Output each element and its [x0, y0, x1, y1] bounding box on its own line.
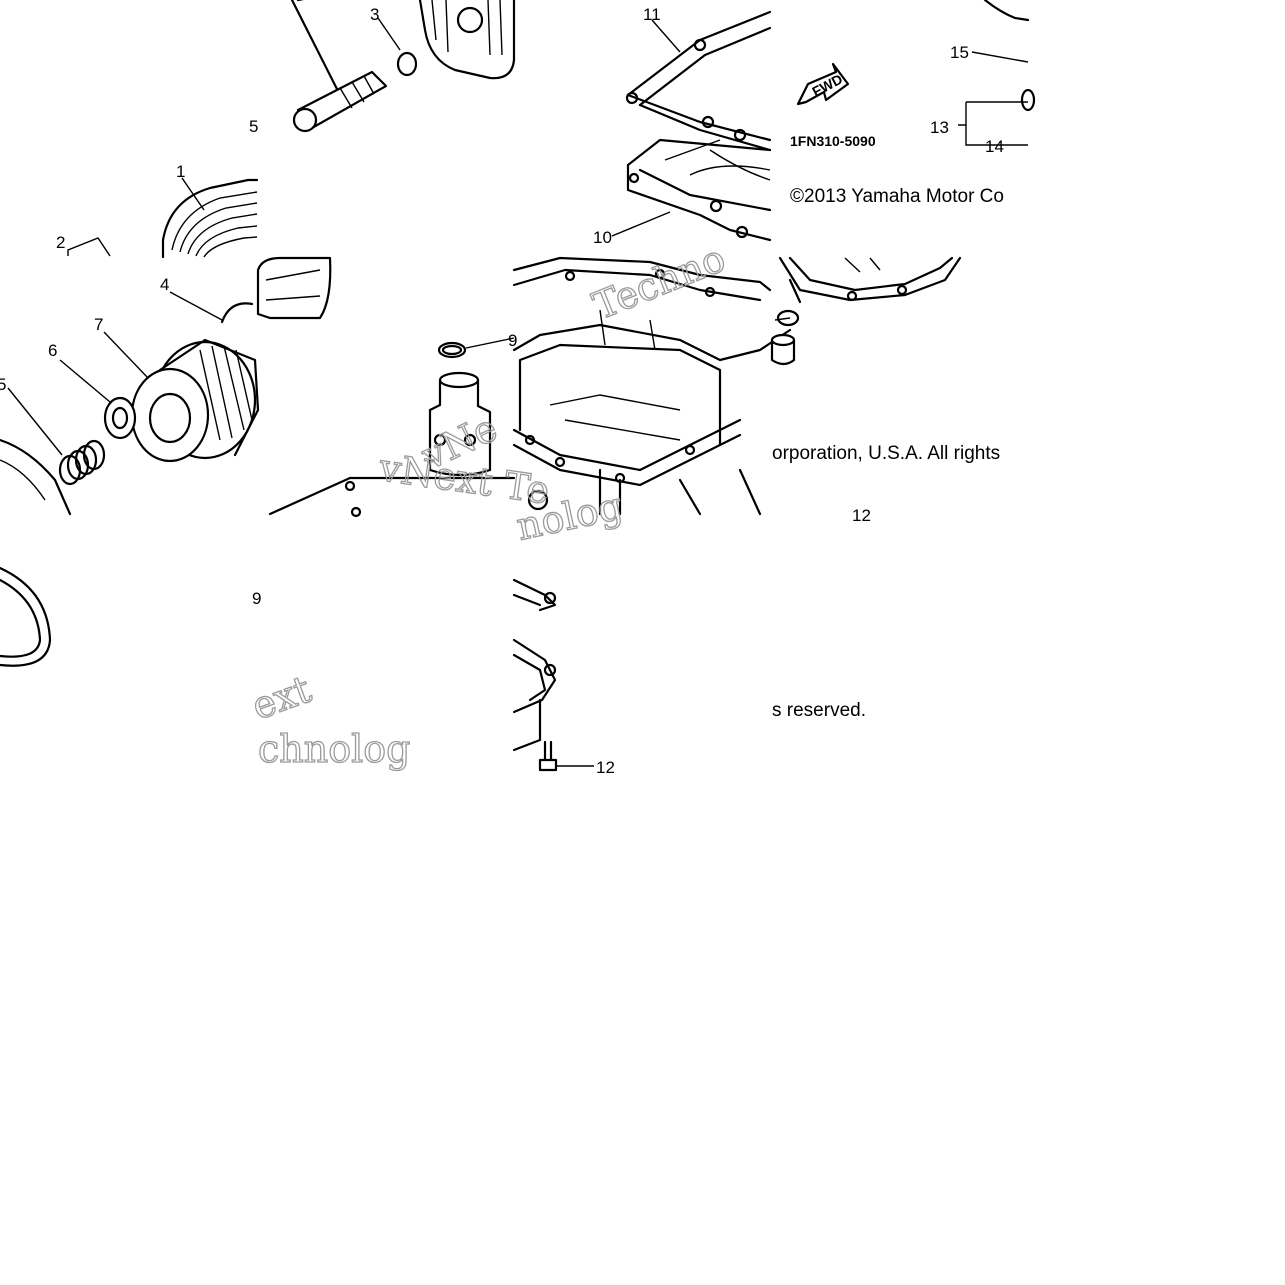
fwd-arrow	[796, 62, 850, 106]
label-11: 11	[643, 5, 661, 24]
leader-1	[181, 177, 205, 211]
oil-filter-element	[130, 338, 260, 463]
leader-10	[611, 211, 671, 237]
watermark-5: ext	[246, 667, 317, 729]
leader-2	[67, 237, 111, 257]
leader-4	[169, 291, 223, 321]
oil-pan-center	[512, 256, 792, 516]
label-12-bottom: 12	[596, 758, 615, 777]
diagram-code: 1FN310-5090	[790, 133, 876, 149]
right-top-parts	[958, 0, 1036, 146]
oil-pan-bottom	[512, 578, 557, 752]
label-13: 13	[930, 118, 949, 137]
oil-pan-gasket-top	[625, 10, 772, 152]
spring-5	[58, 439, 106, 486]
label-10: 10	[593, 228, 612, 247]
watermark-1: Techno	[587, 236, 731, 328]
leader-5	[7, 387, 63, 456]
label-4: 4	[160, 275, 169, 294]
label-2: 2	[56, 233, 65, 252]
label-12-right: 12	[852, 506, 871, 525]
bolt-12	[538, 740, 594, 772]
crankcase-top	[418, 0, 516, 80]
leader-7	[103, 331, 149, 379]
drain-bolt	[290, 0, 418, 133]
label-6: 6	[48, 341, 57, 360]
label-1: 1	[176, 162, 185, 181]
oil-filter-cover	[161, 178, 259, 259]
copyright-line-2: orporation, U.S.A. All rights	[772, 443, 1000, 464]
drain-plug	[770, 309, 800, 366]
copyright-line-3: s reserved.	[772, 700, 866, 721]
label-7: 7	[94, 315, 103, 334]
label-15: 15	[950, 43, 969, 62]
o-ring-9	[437, 341, 467, 359]
label-14: 14	[985, 137, 1004, 156]
crankcase-left	[0, 438, 72, 516]
oil-pan-top	[626, 138, 772, 242]
cover-plate	[256, 256, 332, 320]
leader-11	[651, 19, 681, 53]
label-3: 3	[370, 5, 379, 24]
o-ring-large	[0, 566, 52, 667]
leader-6	[59, 359, 111, 403]
oil-pan-right-piece	[778, 256, 962, 302]
leader-9	[465, 337, 515, 349]
watermark-6: chnolog	[258, 727, 410, 771]
label-5-left: 5	[0, 375, 6, 394]
o-ring-4	[220, 302, 254, 324]
gasket-edge	[788, 278, 802, 304]
strainer-pipe	[428, 371, 492, 477]
copyright-line-1: ©2013 Yamaha Motor Co	[790, 186, 1004, 207]
label-9-left: 9	[252, 589, 261, 608]
washer-6	[103, 396, 137, 440]
label-9-center: 9	[508, 331, 517, 350]
label-5-top: 5	[249, 117, 258, 136]
crankcase-bottom	[268, 476, 516, 516]
